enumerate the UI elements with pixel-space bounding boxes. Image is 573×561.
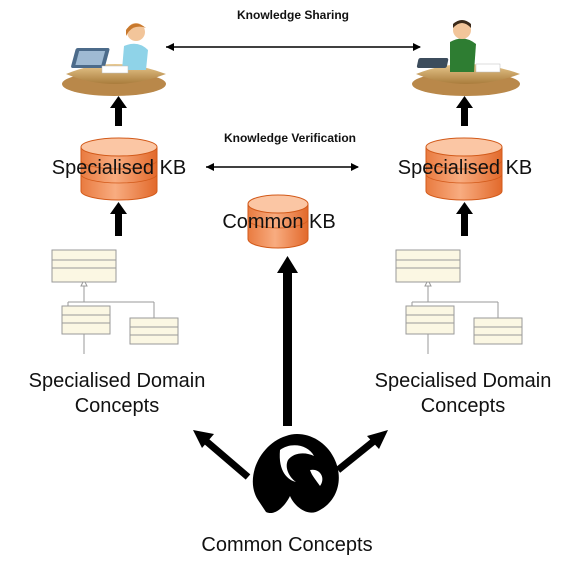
right-concepts-label-line1: Specialised Domain: [374, 370, 552, 392]
left-concepts-label-line2: Concepts: [74, 395, 160, 417]
kb-to-user-arrow-right: [456, 96, 473, 126]
right-specialised-kb-label: Specialised KB: [397, 157, 533, 179]
common-kb-label: Common KB: [222, 211, 336, 233]
right-concepts-label: Specialised Domain Concepts: [375, 369, 552, 419]
common-concepts-label: Common Concepts: [201, 534, 373, 556]
left-specialised-kb-label: Specialised KB: [51, 157, 187, 179]
database-cylinder-icon: [425, 137, 503, 201]
concepts-to-kb-arrow-right: [456, 202, 473, 236]
common-to-right-concepts-arrow: [335, 430, 388, 473]
left-concepts-label-line1: Specialised Domain: [28, 370, 206, 392]
database-cylinder-icon: [80, 137, 158, 201]
uml-class-diagram-icon: [395, 249, 523, 354]
database-cylinder-icon: [247, 194, 309, 249]
uml-class-diagram-icon: [51, 249, 179, 354]
abstract-blob-icon: [252, 434, 339, 514]
right-concepts-label-line2: Concepts: [420, 395, 506, 417]
concepts-to-kb-arrow-left: [110, 202, 127, 236]
kb-to-user-arrow-left: [110, 96, 127, 126]
man-at-desk-icon: [412, 20, 520, 96]
woman-at-desk-icon: [62, 23, 166, 96]
knowledge-sharing-label: Knowledge Sharing: [236, 8, 350, 22]
concepts-to-common-kb-arrow: [277, 256, 298, 426]
common-to-left-concepts-arrow: [193, 430, 251, 480]
left-concepts-label: Specialised Domain Concepts: [29, 369, 206, 419]
knowledge-verification-label: Knowledge Verification: [223, 131, 357, 145]
knowledge-verification-arrow: [206, 163, 359, 171]
knowledge-sharing-arrow: [166, 43, 421, 51]
